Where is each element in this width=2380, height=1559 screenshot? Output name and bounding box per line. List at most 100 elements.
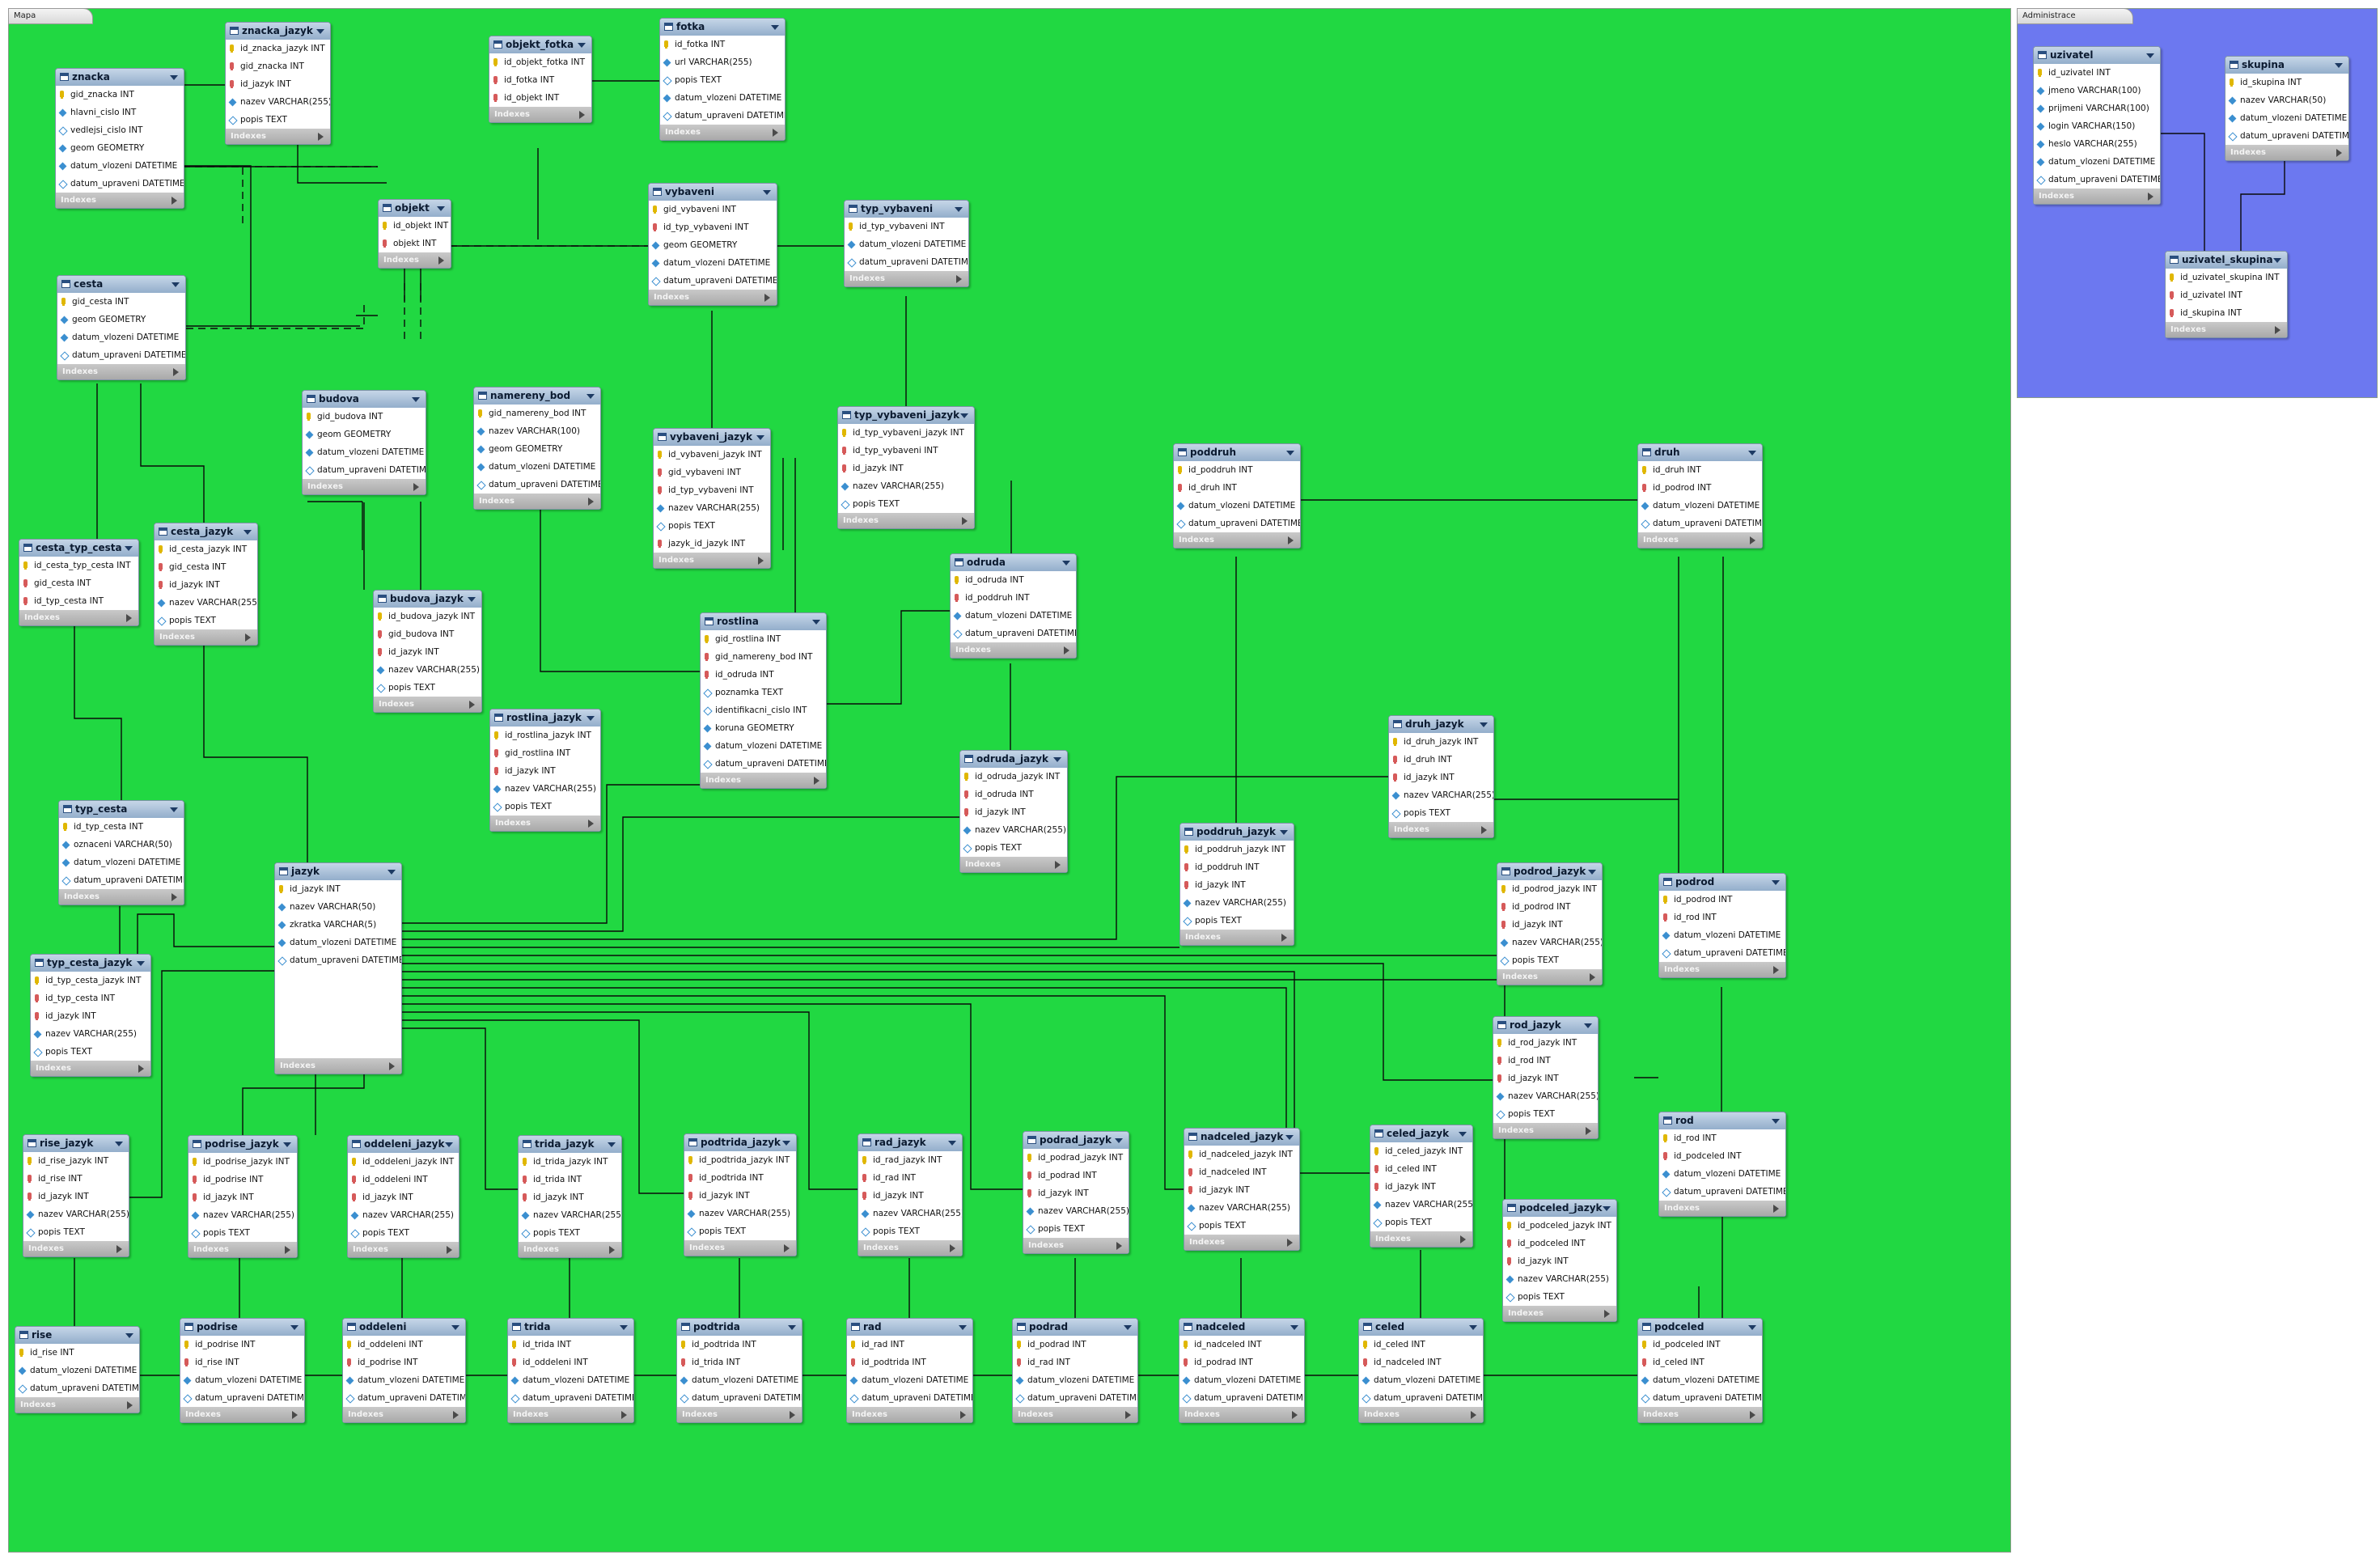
column-row[interactable]: nazev VARCHAR(255) (1370, 1196, 1472, 1214)
expand-arrow-icon[interactable] (1055, 861, 1061, 869)
expand-arrow-icon[interactable] (960, 1411, 966, 1419)
relationship-line[interactable] (782, 458, 796, 612)
column-row[interactable]: gid_budova INT (303, 408, 426, 426)
column-row[interactable]: popis TEXT (1180, 912, 1294, 930)
column-row[interactable]: hlavni_cislo INT (56, 104, 184, 121)
column-row[interactable]: datum_vlozeni DATETIME (56, 157, 184, 175)
column-row[interactable]: datum_vlozeni DATETIME (57, 328, 185, 346)
table-header[interactable]: odruda (951, 554, 1076, 571)
column-row[interactable]: popis TEXT (188, 1224, 297, 1242)
collapse-arrow-icon[interactable] (1286, 451, 1294, 455)
expand-arrow-icon[interactable] (126, 614, 132, 622)
table-header[interactable]: nadceled_jazyk (1184, 1129, 1299, 1146)
column-row[interactable]: popis TEXT (155, 612, 257, 629)
column-row[interactable]: id_trida_jazyk INT (519, 1153, 621, 1171)
column-row[interactable]: id_jazyk INT (1497, 916, 1602, 934)
indexes-section[interactable]: Indexes (1184, 1235, 1299, 1250)
table-header[interactable]: fotka (660, 19, 785, 36)
expand-arrow-icon[interactable] (2148, 193, 2153, 201)
column-row[interactable]: datum_vlozeni DATETIME (847, 1371, 972, 1389)
expand-arrow-icon[interactable] (1471, 1411, 1476, 1419)
indexes-section[interactable]: Indexes (660, 125, 785, 140)
indexes-section[interactable]: Indexes (508, 1407, 633, 1422)
table-header[interactable]: druh (1638, 444, 1762, 461)
column-row[interactable]: popis TEXT (1493, 1105, 1598, 1123)
table-header[interactable]: odruda_jazyk (960, 751, 1067, 768)
table-header[interactable]: oddeleni_jazyk (348, 1136, 459, 1153)
column-row[interactable]: id_typ_vybaveni INT (654, 481, 770, 499)
column-row[interactable]: datum_upraveni DATETIME (1174, 515, 1300, 532)
column-row[interactable]: datum_vlozeni DATETIME (1659, 1165, 1785, 1183)
relationship-line[interactable] (400, 1027, 518, 1190)
table-header[interactable]: uzivatel (2034, 47, 2160, 64)
indexes-section[interactable]: Indexes (1180, 930, 1294, 945)
collapse-arrow-icon[interactable] (451, 1325, 459, 1330)
column-row[interactable]: id_jazyk INT (1023, 1184, 1129, 1202)
column-row[interactable]: gid_rostlina INT (490, 744, 600, 762)
collapse-arrow-icon[interactable] (437, 206, 445, 211)
column-row[interactable]: gid_znacka INT (226, 57, 330, 75)
collapse-arrow-icon[interactable] (1748, 451, 1756, 455)
column-row[interactable]: popis TEXT (838, 495, 974, 513)
column-row[interactable]: nazev VARCHAR(255) (23, 1205, 129, 1223)
column-row[interactable]: id_poddruh_jazyk INT (1180, 841, 1294, 858)
collapse-arrow-icon[interactable] (756, 435, 764, 440)
table-header[interactable]: podrod (1659, 874, 1785, 891)
column-row[interactable]: popis TEXT (858, 1222, 962, 1240)
table-header[interactable]: rostlina (701, 613, 826, 630)
expand-arrow-icon[interactable] (1586, 1127, 1591, 1135)
table-header[interactable]: typ_cesta_jazyk (31, 955, 150, 972)
table-header[interactable]: rise_jazyk (23, 1135, 129, 1152)
relationship-line[interactable] (400, 963, 1493, 1081)
column-row[interactable]: nazev VARCHAR(100) (474, 422, 600, 440)
column-row[interactable]: objekt INT (379, 235, 451, 252)
table-header[interactable]: skupina (2225, 57, 2348, 74)
table-header[interactable]: celed (1359, 1319, 1483, 1336)
column-row[interactable]: id_druh INT (1389, 751, 1493, 769)
column-row[interactable]: id_typ_vybaveni INT (649, 218, 777, 236)
column-row[interactable]: id_podrod INT (1659, 891, 1785, 909)
relationship-line[interactable] (400, 816, 959, 932)
column-row[interactable]: id_trida INT (519, 1171, 621, 1188)
indexes-section[interactable]: Indexes (343, 1407, 465, 1422)
relationship-line[interactable] (1493, 557, 1679, 890)
column-row[interactable]: id_jazyk INT (858, 1187, 962, 1205)
column-row[interactable]: nazev VARCHAR(255) (960, 821, 1067, 839)
column-row[interactable]: nazev VARCHAR(255) (155, 594, 257, 612)
expand-arrow-icon[interactable] (773, 129, 778, 137)
column-row[interactable]: id_odruda_jazyk INT (960, 768, 1067, 786)
column-row[interactable]: datum_vlozeni DATETIME (660, 89, 785, 107)
collapse-arrow-icon[interactable] (445, 1142, 453, 1147)
column-row[interactable]: id_typ_cesta INT (19, 592, 138, 610)
column-row[interactable]: id_rostlina_jazyk INT (490, 727, 600, 744)
table-header[interactable]: cesta (57, 276, 185, 293)
collapse-arrow-icon[interactable] (782, 1141, 790, 1146)
indexes-section[interactable]: Indexes (1638, 1407, 1762, 1422)
collapse-arrow-icon[interactable] (1603, 1206, 1611, 1211)
collapse-arrow-icon[interactable] (1285, 1135, 1294, 1140)
collapse-arrow-icon[interactable] (316, 29, 324, 34)
table-header[interactable]: trida_jazyk (519, 1136, 621, 1153)
column-row[interactable]: poznamka TEXT (701, 684, 826, 701)
column-row[interactable]: nazev VARCHAR(255) (1503, 1270, 1616, 1288)
indexes-section[interactable]: Indexes (677, 1407, 802, 1422)
relationship-line[interactable] (400, 971, 1295, 1133)
column-row[interactable]: id_jazyk INT (1180, 876, 1294, 894)
column-row[interactable]: id_fotka INT (660, 36, 785, 53)
